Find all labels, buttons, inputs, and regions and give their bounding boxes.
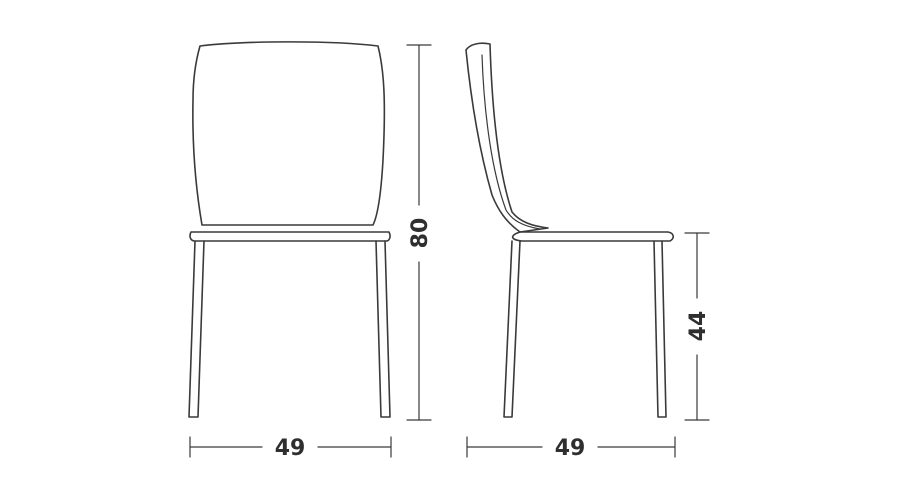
front-width-dimension: 49	[189, 436, 392, 461]
side-seat-height-label: 44	[686, 311, 711, 342]
side-view-chair	[465, 42, 674, 418]
side-depth-label: 49	[555, 436, 586, 461]
front-left-leg	[188, 240, 205, 418]
side-front-leg	[503, 240, 521, 418]
side-backrest-inner	[481, 54, 541, 230]
side-seat-height-dimension: 44	[684, 232, 711, 421]
side-rear-leg	[653, 240, 667, 418]
front-view-chair	[188, 41, 391, 418]
front-width-label: 49	[275, 436, 306, 461]
front-height-dimension: 80	[406, 44, 433, 421]
front-height-label: 80	[408, 218, 433, 249]
side-depth-dimension: 49	[466, 436, 676, 461]
front-right-leg	[375, 240, 391, 418]
side-seat	[511, 231, 674, 242]
front-backrest	[192, 41, 386, 226]
side-backrest	[465, 42, 549, 233]
front-seat	[189, 231, 391, 242]
